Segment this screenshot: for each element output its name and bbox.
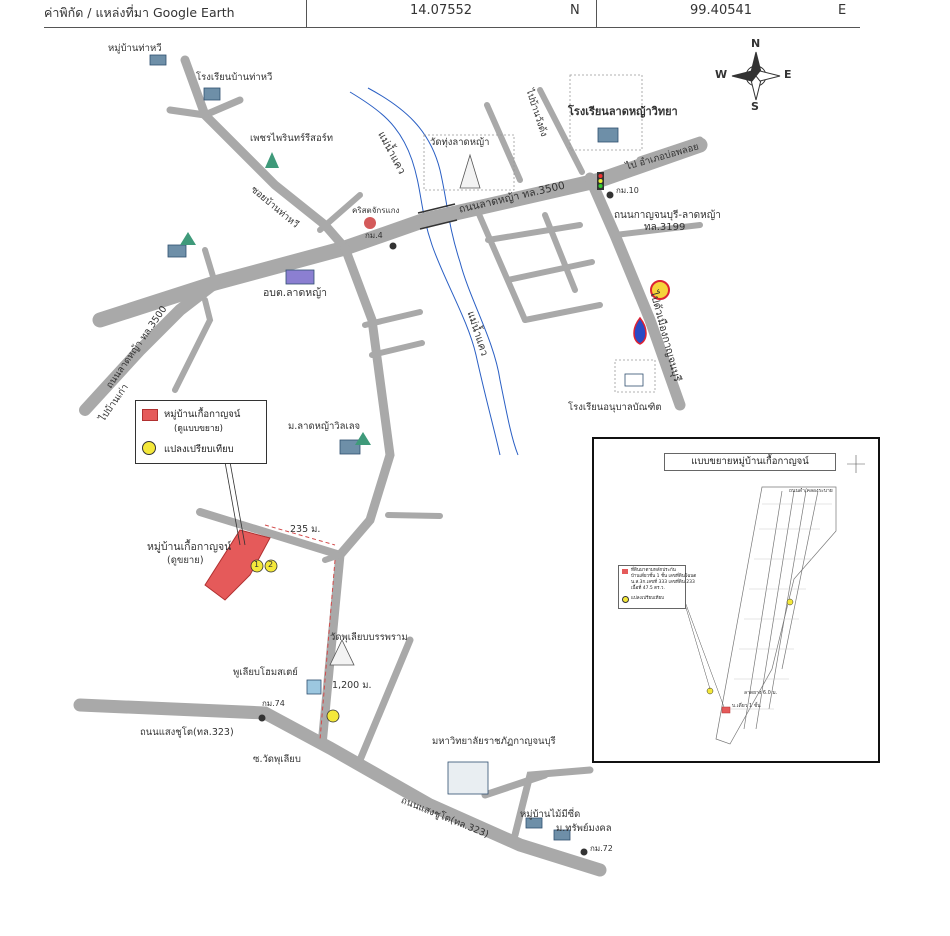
dashed-boxes: [423, 74, 656, 393]
label-phetphai-resort: เพชรไพรินทร์รีสอร์ท: [250, 133, 334, 144]
inset-note-b: บ.เดี่ยว 1 ชั้น: [732, 703, 761, 709]
legend-item-comparison: แปลงเปรียบเทียบ: [164, 444, 234, 455]
compass-s: S: [751, 100, 759, 113]
header-divider-2: [596, 0, 597, 28]
label-obt-ladya: อบต.ลาดหญ้า: [263, 287, 328, 299]
label-village-thahwi: หมู่บ้านท่าหวี: [108, 43, 162, 54]
church-icon: [364, 217, 376, 229]
inset-note-a: ลาดยาง 6.0 ม.: [744, 690, 778, 696]
label-km10: กม.10: [616, 186, 639, 195]
inset-legend-line3: น.ส.3ก.เลขที่ 333 เลขที่ดิน 233: [631, 580, 695, 585]
inset-legend-red-swatch: [622, 569, 628, 574]
roads: [73, 55, 708, 877]
inset-lot-grid: [729, 503, 832, 710]
header-divider-1: [306, 0, 307, 28]
coordinate-source-label: ค่าพิกัด / แหล่งที่มา Google Earth: [44, 5, 235, 20]
river: [349, 87, 519, 456]
label-church: คริสตจักรแกง: [352, 206, 400, 215]
label-km4: กม.4: [365, 231, 383, 240]
inset-road-top: ถนนดำ/คลองระบาย: [789, 488, 833, 494]
distance-lines: [264, 524, 336, 741]
temple-icons: [329, 153, 481, 666]
label-phuloep-homestay: พูเลียบโฮมสเตย์: [233, 667, 298, 678]
label-wat-phuloep: วัดพุเลียบบรรพราม: [330, 632, 408, 643]
longitude-suffix: E: [838, 3, 847, 18]
label-rd-saengchuto-w: ถนนแสงชูโต(ทล.323): [140, 727, 234, 738]
label-marker-2: 2: [268, 560, 274, 569]
bridge: [417, 203, 458, 230]
coordinate-header: ค่าพิกัด / แหล่งที่มา Google Earth 14.07…: [0, 0, 950, 28]
label-km72: กม.72: [590, 844, 613, 853]
label-soi-watphuloep: ซ.วัดพุเลียบ: [253, 754, 301, 765]
label-school-anuban: โรงเรียนอนุบาลบัณฑิต: [568, 402, 662, 413]
village-plot: [204, 529, 271, 601]
label-dist-1200: 1,200 ม.: [332, 680, 372, 691]
legend-item-village-sub: (ดูแบบขยาย): [174, 424, 223, 434]
inset-marker-2: [786, 598, 794, 606]
label-rd-kan-ladya: ถนนกาญจนบุรี-ลาดหญ้า: [614, 210, 721, 221]
inset-legend-yellow-swatch: [622, 596, 629, 603]
inset-plan-drawing: [683, 455, 865, 745]
inset-legend-line2: บ้านเดี่ยวชั้น 1 ชั้น เลขที่ดินโฉนด: [631, 574, 697, 579]
label-village-sappmongkol: ม.ทรัพย์มงคล: [556, 823, 612, 834]
leader-lines: [224, 461, 246, 546]
km-markers: [258, 191, 614, 856]
compass-w: W: [715, 68, 728, 81]
comparison-markers: [250, 559, 340, 723]
label-wat-thungladya: วัดทุ่งลาดหญ้า: [430, 137, 490, 148]
label-university: มหาวิทยาลัยราชภัฏกาญจนบุรี: [432, 736, 556, 747]
inset-enlarged-plan: แบบขยายหมู่บ้านเกื้อกาญจน์ ถนนดำ: [592, 437, 880, 763]
label-tl3199: ทล.3199: [644, 222, 686, 233]
inset-marker-1: [706, 687, 714, 695]
legend-item-village: หมู่บ้านเกื้อกาญจน์: [164, 409, 241, 420]
latitude-value: 14.07552: [410, 3, 473, 18]
compass-n: N: [751, 37, 761, 50]
inset-mini-compass: [847, 455, 865, 473]
latitude-suffix: N: [570, 3, 580, 18]
label-village-kukarn: หมู่บ้านเกื้อกาญจน์: [147, 541, 232, 553]
shell-icon: [650, 280, 670, 300]
header-underline: [44, 27, 860, 28]
label-kukarn-sub: (ดูขยาย): [167, 555, 204, 566]
inset-legend-line4: เนื้อที่ 47.5 ตร.ว.: [631, 586, 665, 591]
label-marker-1: 1: [254, 560, 260, 569]
label-ladya-villa: ม.ลาดหญ้าวิลเลจ: [288, 421, 361, 432]
compass-e: E: [784, 68, 792, 81]
inset-red-lot: [721, 706, 731, 714]
label-dist-235: 235 ม.: [290, 524, 321, 535]
map-legend: หมู่บ้านเกื้อกาญจน์ (ดูแบบขยาย) แปลงเปรี…: [135, 400, 267, 464]
label-school-thahwi: โรงเรียนบ้านท่าหวี: [196, 72, 273, 83]
label-school-ladya: โรงเรียนลาดหญ้าวิทยา: [568, 105, 678, 118]
label-village-maimisi: หมู่บ้านไม้มีซี่ด: [520, 809, 581, 820]
longitude-value: 99.40541: [690, 3, 753, 18]
ptt-icon: [633, 316, 647, 345]
building-icons: [149, 54, 644, 841]
compass-rose: [731, 51, 781, 101]
label-km74: กม.74: [262, 699, 285, 708]
inset-legend-line1: ที่ดินมาตามหลักประกัน: [631, 568, 676, 573]
inset-title: แบบขยายหมู่บ้านเกื้อกาญจน์: [664, 453, 836, 471]
legend-red-swatch: [142, 409, 158, 421]
tree-icons: [180, 152, 371, 445]
legend-yellow-swatch: [142, 441, 156, 455]
inset-legend: ที่ดินมาตามหลักประกัน บ้านเดี่ยวชั้น 1 ช…: [618, 565, 696, 609]
inset-legend-line5: แปลงเปรียบเทียบ: [631, 596, 665, 601]
